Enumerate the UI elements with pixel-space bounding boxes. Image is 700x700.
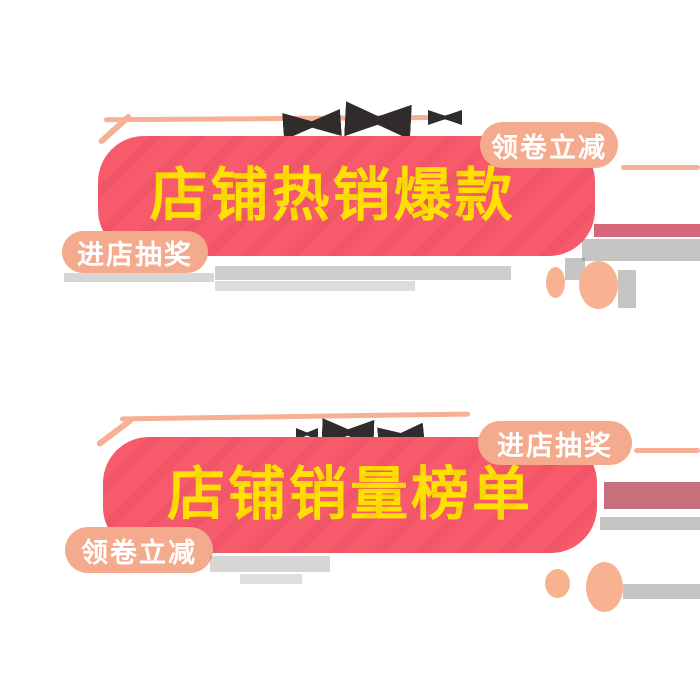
gray-smudge [582, 239, 700, 261]
gray-smudge [215, 281, 415, 291]
gray-smudge [240, 574, 302, 584]
gray-smudge [618, 270, 636, 308]
decor-dot-small [545, 569, 570, 598]
top-edge-accent-line [119, 411, 471, 422]
coupon-discount-badge[interactable]: 领卷立减 [65, 527, 213, 573]
coupon-discount-badge[interactable]: 领卷立减 [480, 122, 618, 168]
gray-smudge [210, 556, 330, 572]
right-accent-line [621, 165, 700, 170]
gray-smudge [215, 266, 511, 280]
watermark-fragment [428, 110, 462, 125]
decor-dot-small [546, 267, 565, 298]
hot-items-banner-title: 店铺热销爆款 [149, 163, 516, 228]
gray-smudge [623, 584, 700, 599]
decor-dot-large [579, 261, 618, 309]
store-lottery-badge[interactable]: 进店抽奖 [478, 421, 632, 465]
decor-dot-large [586, 562, 623, 612]
right-accent-line [634, 448, 700, 453]
pink-stripe-remnant [594, 224, 700, 237]
sales-ranking-banner-title: 店铺销量榜单 [166, 462, 533, 527]
gray-smudge [600, 517, 700, 530]
watermark-fragment [344, 101, 412, 139]
gray-smudge [64, 273, 214, 282]
store-lottery-badge[interactable]: 进店抽奖 [62, 231, 208, 273]
pink-stripe-remnant [604, 482, 700, 509]
